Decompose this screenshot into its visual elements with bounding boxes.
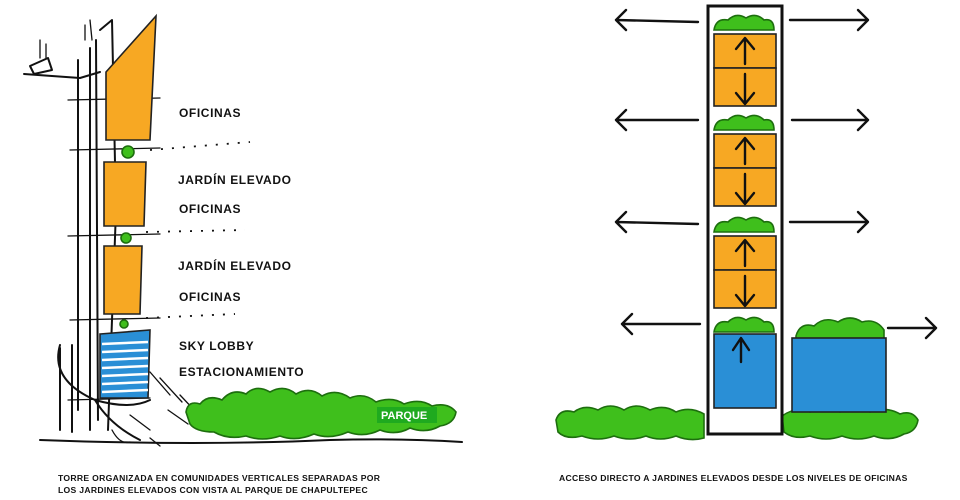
garden-shrub-2: [120, 232, 132, 244]
left-arrow-icon: [614, 210, 700, 234]
right-caption: ACCESO DIRECTO A JARDINES ELEVADOS DESDE…: [559, 473, 908, 483]
leader-line-garden-2: [145, 229, 246, 233]
podium-roof-garden: [795, 317, 885, 341]
label-sky-lobby: SKY LOBBY: [179, 339, 254, 353]
left-arrow-icon: [614, 8, 700, 32]
tower-crown: [23, 57, 101, 79]
office-block-top: [105, 13, 157, 141]
label-jardin-elevado-1: JARDÍN ELEVADO: [178, 172, 292, 187]
podium-curve: [57, 344, 151, 441]
office-block-middle: [103, 161, 147, 227]
leader-line-garden-3: [145, 313, 236, 319]
label-estacionamiento: ESTACIONAMIENTO: [179, 365, 304, 379]
garden-shrub-1: [121, 145, 135, 159]
park-label: PARQUE: [381, 410, 427, 422]
up-arrow-icon: [734, 238, 756, 268]
ground-greenery-left: [555, 405, 705, 441]
left-arrow-icon: [620, 312, 702, 336]
right-tower-section: ACCESO DIRECTO A JARDINES ELEVADOS DESDE…: [555, 4, 938, 483]
left-tower-section: PARQUE OFICINAS JARDÍN ELEVADO OFICINAS …: [23, 13, 463, 495]
down-arrow-icon: [734, 274, 756, 308]
down-arrow-icon: [734, 172, 756, 206]
sky-lobby-block: [99, 329, 151, 399]
left-caption-line-2: LOS JARDINES ELEVADOS CON VISTA AL PARQU…: [58, 485, 368, 495]
park-label-bg: [377, 407, 437, 423]
label-oficinas-3: OFICINAS: [179, 290, 241, 304]
up-arrow-icon: [734, 36, 756, 66]
left-caption-line-1: TORRE ORGANIZADA EN COMUNIDADES VERTICAL…: [58, 473, 381, 483]
garden-level-1: [713, 14, 775, 31]
right-arrow-icon: [886, 316, 938, 340]
podium-detail: [111, 429, 161, 447]
left-arrow-icon: [614, 108, 700, 132]
garden-level-3: [713, 216, 775, 233]
up-arrow-icon: [734, 136, 756, 166]
tower-outline: [706, 4, 784, 436]
down-arrow-icon: [734, 72, 756, 106]
office-block-lower: [103, 245, 143, 315]
garden-level-2: [713, 114, 775, 131]
park-greenery: [185, 387, 457, 440]
right-arrow-icon: [788, 210, 870, 234]
lobby-block: [713, 333, 777, 409]
tower-base-lines: [59, 344, 73, 433]
label-oficinas-1: OFICINAS: [179, 106, 241, 120]
podium-block: [791, 337, 887, 413]
label-jardin-elevado-2: JARDÍN ELEVADO: [178, 258, 292, 273]
ground-line: [39, 438, 463, 444]
garden-shrub-3: [119, 319, 129, 329]
up-arrow-icon: [731, 336, 751, 364]
tower-facade-lines: [77, 39, 99, 431]
right-arrow-icon: [790, 108, 870, 132]
leader-line-garden-1: [149, 141, 251, 151]
right-arrow-icon: [788, 8, 870, 32]
antenna-lines: [39, 19, 93, 59]
podium-hatch: [129, 371, 197, 431]
label-oficinas-2: OFICINAS: [179, 202, 241, 216]
garden-level-4: [713, 316, 775, 333]
